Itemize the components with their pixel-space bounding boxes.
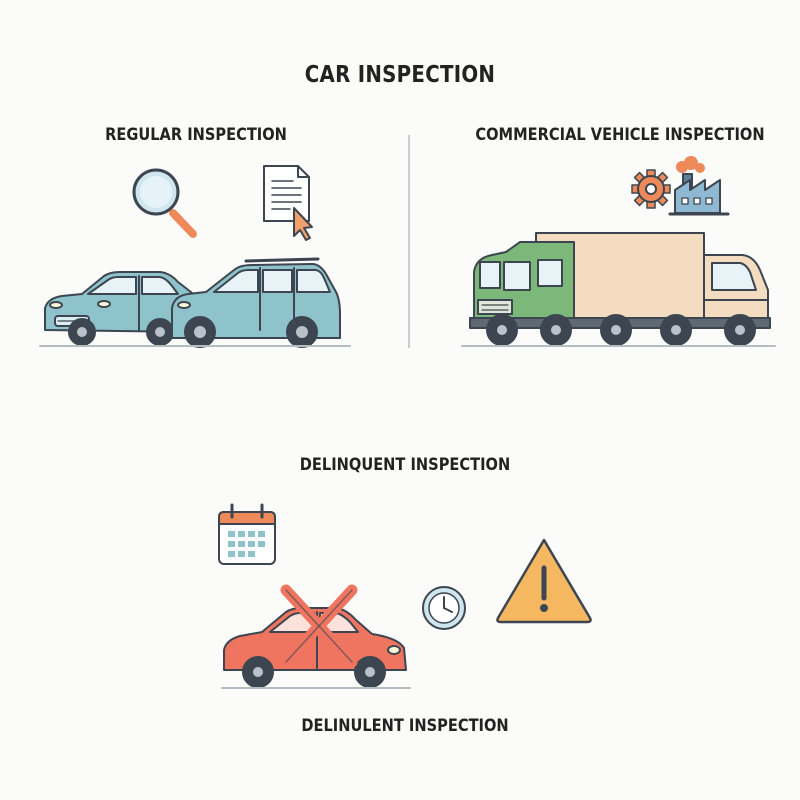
calendar-icon [218,503,276,565]
section-divider [408,135,410,348]
crossed-car-icon [223,584,407,688]
gear-icon [631,169,671,209]
clock-icon [422,586,466,630]
magnifier-icon [132,168,197,238]
document-cursor-icon [263,165,313,241]
delinulent-inspection-label: DELINULENT INSPECTION [301,716,509,736]
commercial-inspection-label: COMMERCIAL VEHICLE INSPECTION [475,125,765,145]
regular-inspection-label: REGULAR INSPECTION [105,125,287,145]
truck-icon [469,232,771,346]
factory-icon [668,156,730,216]
delinquent-inspection-label: DELINQUENT INSPECTION [299,455,511,475]
suv-icon [171,257,341,348]
warning-icon [496,538,592,624]
sedan-icon [44,271,197,346]
page-title: CAR INSPECTION [304,62,496,88]
